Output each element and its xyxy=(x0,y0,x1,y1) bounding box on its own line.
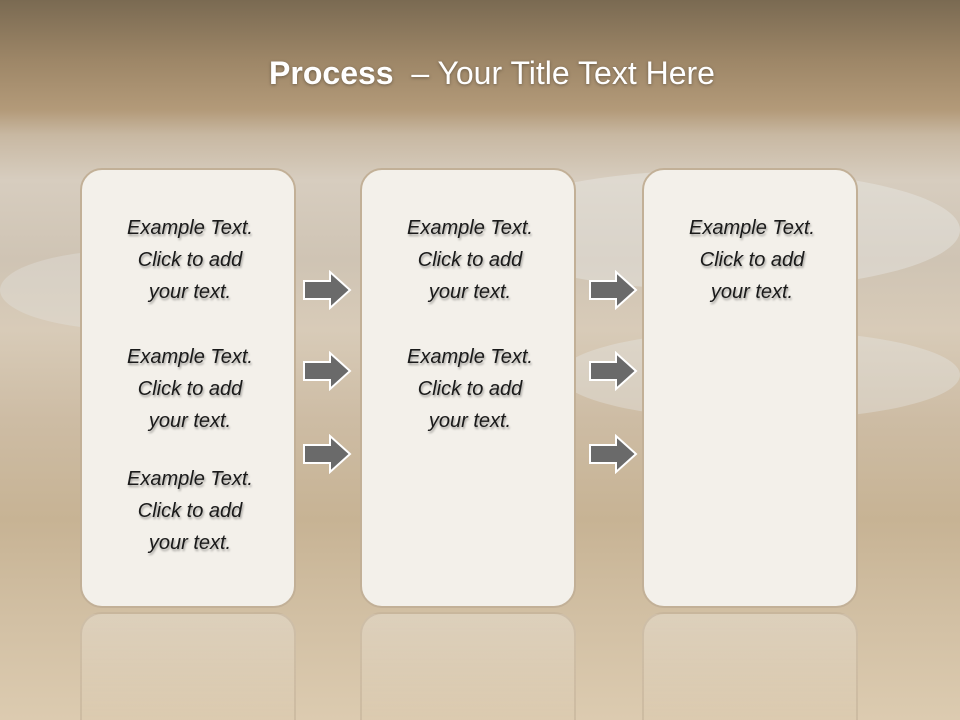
text-block[interactable]: Example Text. Click to add your text. xyxy=(127,217,253,303)
card-reflection xyxy=(80,612,296,720)
text-block[interactable]: Example Text. Click to add your text. xyxy=(127,468,253,554)
text-block[interactable]: Example Text. Click to add your text. xyxy=(407,346,533,432)
process-card-2[interactable]: Example Text. Click to add your text. Ex… xyxy=(360,168,576,608)
title-rest: – Your Title Text Here xyxy=(411,55,715,91)
slide-title[interactable]: Process – Your Title Text Here xyxy=(0,55,960,92)
right-arrow-icon xyxy=(303,351,352,391)
right-arrow-icon xyxy=(303,434,352,474)
right-arrow-icon xyxy=(303,270,352,310)
card-reflection xyxy=(642,612,858,720)
text-block[interactable]: Example Text. Click to add your text. xyxy=(407,217,533,303)
process-card-1[interactable]: Example Text. Click to add your text. Ex… xyxy=(80,168,296,608)
card-reflection xyxy=(360,612,576,720)
right-arrow-icon xyxy=(589,270,638,310)
title-bold: Process xyxy=(269,55,394,91)
text-block[interactable]: Example Text. Click to add your text. xyxy=(127,346,253,432)
right-arrow-icon xyxy=(589,351,638,391)
process-card-3[interactable]: Example Text. Click to add your text. xyxy=(642,168,858,608)
right-arrow-icon xyxy=(589,434,638,474)
text-block[interactable]: Example Text. Click to add your text. xyxy=(689,217,815,303)
